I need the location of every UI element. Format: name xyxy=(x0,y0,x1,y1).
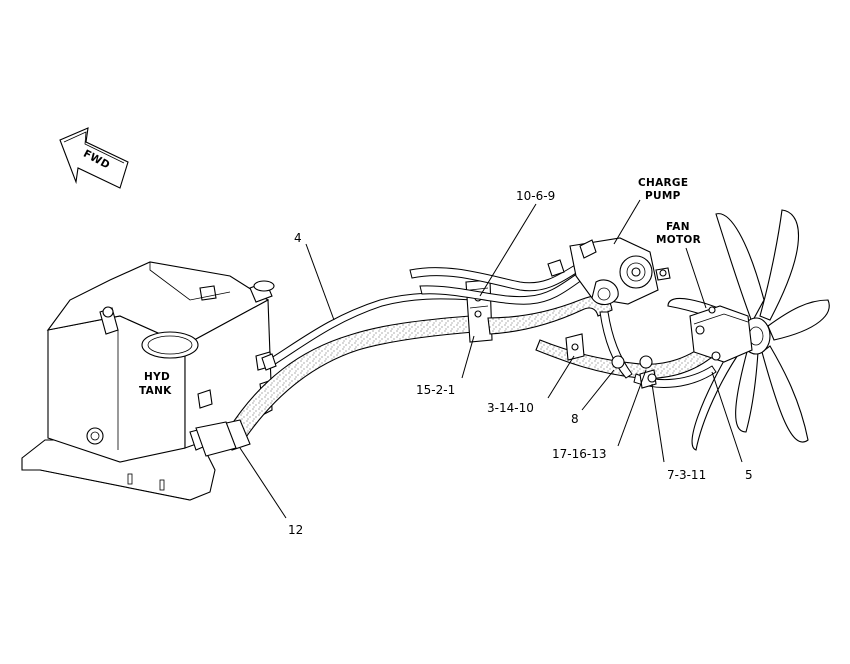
charge-pump-label-line2: PUMP xyxy=(645,190,681,202)
fan-motor-label-line2: MOTOR xyxy=(656,234,701,246)
callout-4: 4 xyxy=(294,231,302,245)
hyd-tank-label-line2: TANK xyxy=(139,385,172,397)
hose-12 xyxy=(195,315,475,457)
callout-17-16-13: 17-16-13 xyxy=(552,447,606,461)
callout-5: 5 xyxy=(745,468,753,482)
charge-pump-label-line1: CHARGE xyxy=(638,177,688,189)
callout-15-2-1: 15-2-1 xyxy=(416,383,455,397)
hyd-tank-label-line1: HYD xyxy=(144,371,170,383)
fan-assembly: FAN MOTOR xyxy=(656,209,830,451)
callout-12: 12 xyxy=(288,523,303,537)
callout-3-14-10: 3-14-10 xyxy=(487,401,534,415)
callout-8: 8 xyxy=(571,412,579,426)
callout-7-3-11: 7-3-11 xyxy=(667,468,706,482)
forward-direction-arrow: FWD xyxy=(59,127,129,189)
clamp-bracket xyxy=(465,279,493,343)
callouts: 10-6-9 4 15-2-1 3-14-10 8 17-16-13 7-3-1… xyxy=(288,189,753,537)
callout-leaders xyxy=(239,203,743,519)
fan-motor-label-line1: FAN xyxy=(666,221,690,233)
charge-pump: CHARGE PUMP xyxy=(547,177,688,306)
callout-10-6-9: 10-6-9 xyxy=(516,189,555,203)
hydraulic-tank: HYD TANK xyxy=(21,261,275,501)
